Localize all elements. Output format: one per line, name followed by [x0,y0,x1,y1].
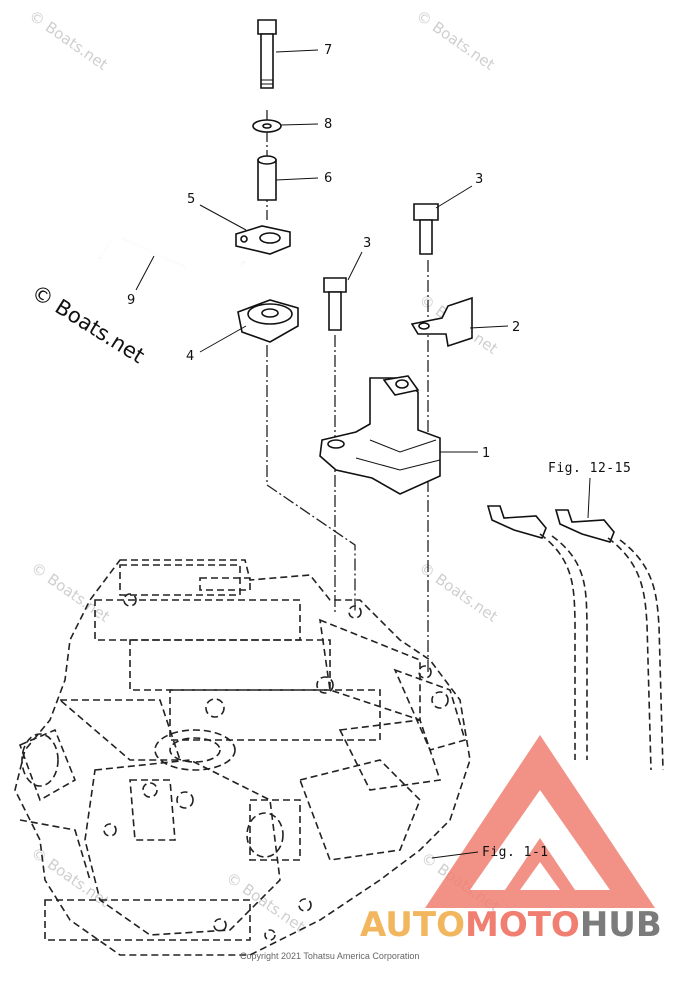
part-bracket-1 [319,375,441,495]
part-lever-5 [235,225,291,255]
brand-moto: MOTO [465,905,580,945]
callouts: 7 8 6 5 3 3 9 2 4 1 Fig. 12-15 Fig. 1-1 [127,43,631,860]
callout-5: 5 [187,192,195,207]
watermark: © Boats.net [28,559,113,626]
reference-fig-1-1: Fig. 1-1 [482,845,549,860]
callout-3b: 3 [475,172,483,187]
throttle-cables [486,505,664,771]
callout-1: 1 [482,446,490,461]
part-bolt-7 [257,19,277,89]
callout-8: 8 [324,117,332,132]
brand-hub: HUB [580,905,662,945]
watermark: © Boats.net [413,7,498,74]
part-washer-8 [252,119,282,133]
brand-text: AUTOMOTOHUB [360,905,662,945]
copyright-text: Copyright 2021 Tohatsu America Corporati… [240,951,419,961]
leader-lines [135,49,591,859]
watermark: © Boats.net [223,869,308,936]
callout-9: 9 [127,293,135,308]
watermark: © Boats.net [26,7,111,74]
brand-wordmark: AUTOMOTOHUB [360,905,662,945]
brand-logo-mark [425,735,655,908]
callout-7: 7 [324,43,332,58]
callout-4: 4 [186,349,194,364]
part-bolt-3b [413,203,439,255]
callout-6: 6 [324,171,332,186]
brand-auto: AUTO [360,905,465,945]
part-collar-6 [257,155,277,201]
callout-2: 2 [512,320,520,335]
part-bolt-3a [323,277,347,331]
part-clip-2 [410,296,473,348]
reference-fig-12-15: Fig. 12-15 [548,461,631,476]
callout-3a: 3 [363,236,371,251]
part-rod-9 [99,237,245,269]
part-cam-4 [237,299,299,343]
